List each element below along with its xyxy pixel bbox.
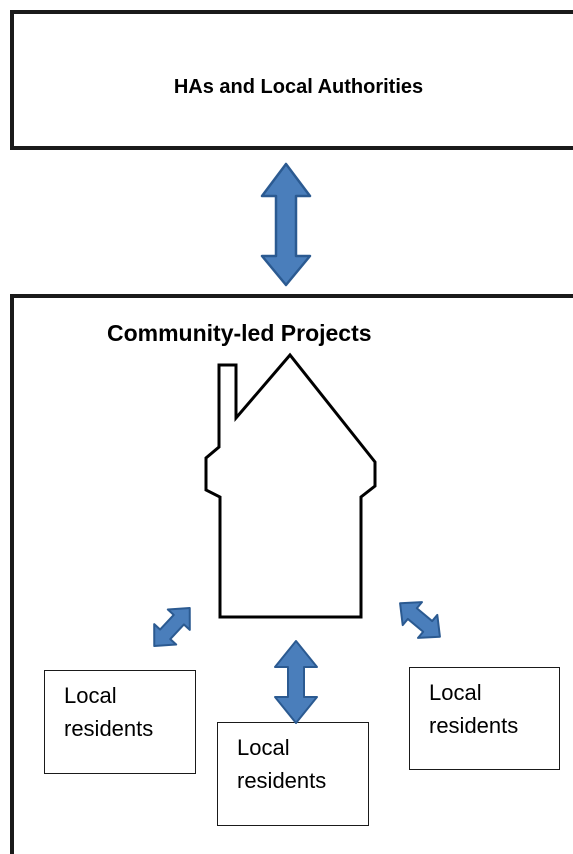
local-residents-box-middle: Local residents [217, 722, 369, 826]
resident-label-line1: Local [237, 735, 290, 760]
resident-label-line2: residents [64, 716, 154, 741]
authorities-label: HAs and Local Authorities [173, 76, 424, 98]
local-residents-box-left: Local residents [44, 670, 196, 774]
authorities-box: HAs and Local Authorities [10, 10, 573, 150]
double-arrow-icon [260, 162, 312, 287]
resident-label-line2: residents [429, 713, 519, 738]
resident-label-line1: Local [64, 683, 117, 708]
resident-label-line2: residents [237, 768, 327, 793]
community-projects-title: Community-led Projects [107, 320, 372, 346]
resident-label-line1: Local [429, 680, 482, 705]
local-residents-box-right: Local residents [409, 667, 560, 770]
